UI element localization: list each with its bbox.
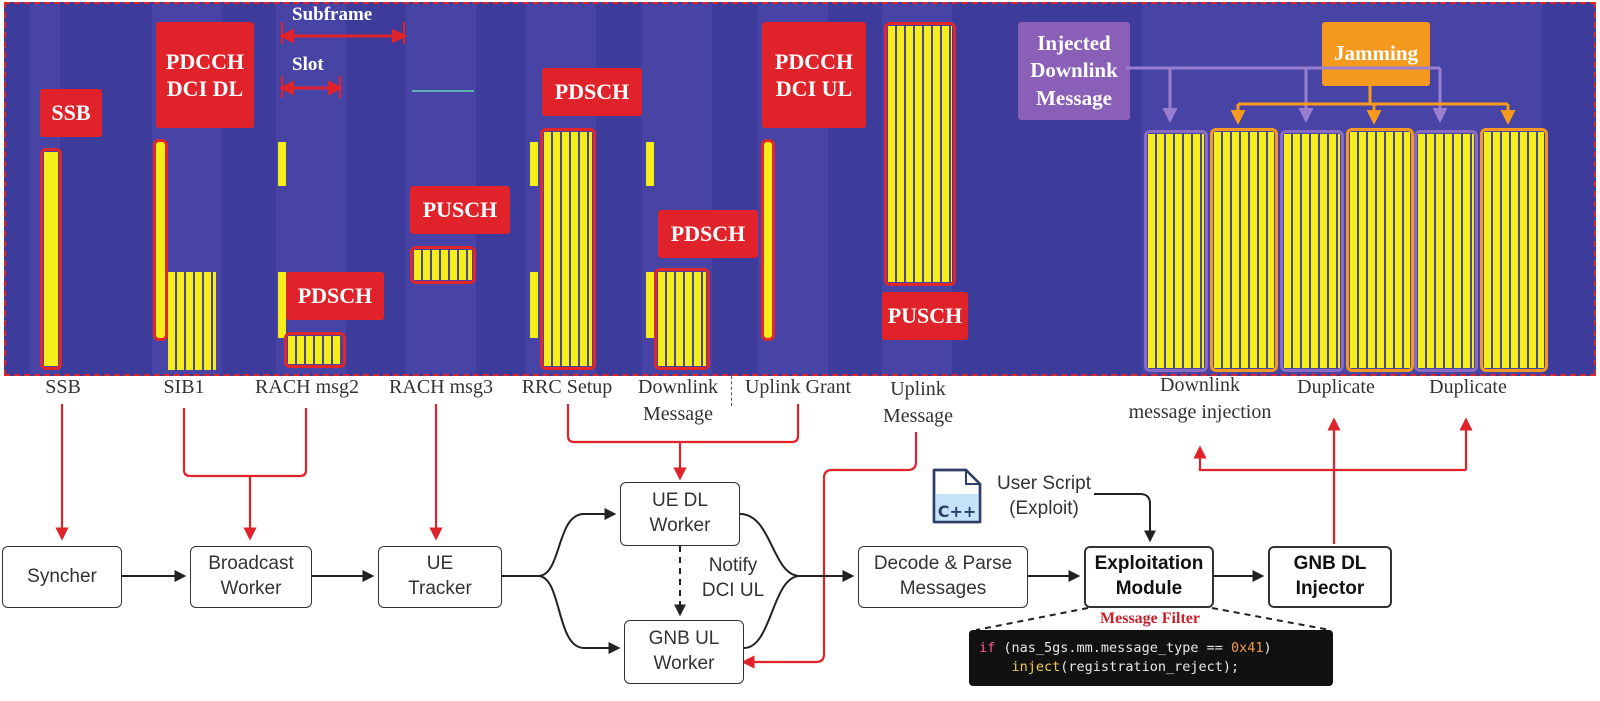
rach3-pusch-signal	[414, 250, 472, 280]
dl-pdcch-signal	[646, 272, 654, 338]
code-function-inject: inject	[1011, 659, 1061, 675]
gnb-ul-worker-node: GNB UL Worker	[624, 620, 744, 684]
duplicate-signal	[1418, 134, 1474, 368]
faint-trace	[412, 90, 474, 92]
ue-dl-worker-node: UE DL Worker	[620, 482, 740, 546]
ul-grant-pdcch-outline	[761, 139, 775, 341]
user-script-label: User Script (Exploit)	[997, 473, 1091, 519]
code-condition: (nas_5gs.mm.message_type ==	[995, 640, 1231, 656]
rrc-pdcch-signal	[530, 142, 538, 186]
rach2-pdcch-signal	[278, 272, 286, 338]
cpp-file-icon: C++	[932, 468, 982, 524]
dl-pdsch-label: PDSCH	[658, 210, 758, 258]
jamming-signal	[1484, 132, 1544, 368]
subframe-dimension-arrow	[279, 22, 407, 44]
exploitation-module-node: Exploitation Module	[1084, 546, 1214, 608]
ue-tracker-node: UE Tracker	[378, 546, 502, 608]
ssb-label: SSB	[40, 89, 102, 137]
rrc-pdcch-signal	[530, 272, 538, 338]
duplicate-signal	[1284, 134, 1340, 368]
message-filter-code: if (nas_5gs.mm.message_type == 0x41) inj…	[969, 630, 1333, 686]
caption-ssb: SSB	[45, 376, 81, 398]
ul-pusch-label: PUSCH	[882, 292, 968, 340]
jamming-signal	[1350, 132, 1410, 368]
ssb-signal	[44, 152, 58, 366]
dl-pdsch-outline	[654, 268, 710, 370]
caption-sib1: SIB1	[163, 376, 205, 398]
caption-rach-msg3: RACH msg3	[389, 376, 493, 398]
code-keyword-if: if	[979, 640, 996, 656]
jamming-outline	[1346, 128, 1414, 372]
jamming-signal	[1214, 132, 1274, 368]
duplicate-outline	[1280, 130, 1344, 372]
pdcch-dci-ul-label: PDCCH DCI UL	[762, 22, 866, 128]
caption-duplicate-1: Duplicate	[1297, 376, 1375, 398]
message-filter-callout	[975, 607, 1331, 631]
caption-rrc-setup: RRC Setup	[521, 376, 613, 398]
injected-signal	[1148, 134, 1204, 368]
caption-duplicate-2: Duplicate	[1429, 376, 1507, 398]
rrc-pdsch-label: PDSCH	[542, 68, 642, 116]
dl-pdcch-signal	[646, 142, 654, 186]
code-indent	[979, 659, 1012, 675]
caption-downlink-injection: Downlink message injection	[1128, 374, 1272, 423]
injected-message-label: Injected Downlink Message	[1018, 22, 1130, 120]
pdcch-dl-outline	[153, 139, 168, 341]
ul-pusch-signal	[888, 26, 952, 282]
caption-uplink-grant: Uplink Grant	[744, 376, 852, 398]
ul-grant-pdcch-signal	[764, 142, 772, 338]
rach2-pdcch-signal	[278, 142, 286, 186]
flow-arrows	[122, 493, 1265, 654]
duplicate-outline	[1414, 130, 1478, 372]
decode-parse-node: Decode & Parse Messages	[858, 546, 1028, 608]
pdcch-dl-signal	[156, 142, 165, 338]
caption-rach-msg2: RACH msg2	[255, 376, 359, 398]
slot-label: Slot	[292, 54, 324, 75]
cpp-icon-text: C++	[938, 502, 977, 521]
jamming-arrows	[1230, 86, 1516, 125]
sib1-signal	[168, 272, 216, 370]
rrc-pdsch-signal	[544, 132, 592, 366]
syncher-node: Syncher	[2, 546, 122, 608]
caption-uplink-message: Uplink Message	[883, 378, 953, 427]
ssb-outline	[40, 148, 62, 370]
broadcast-worker-node: Broadcast Worker	[190, 546, 312, 608]
jamming-label: Jamming	[1322, 22, 1430, 86]
gnb-dl-injector-node: GNB DL Injector	[1268, 546, 1392, 608]
caption-divider	[731, 376, 732, 406]
rach2-pdsch-label: PDSCH	[286, 272, 384, 320]
injection-arrows	[1126, 66, 1448, 123]
rach2-pdsch-signal	[288, 336, 342, 364]
jamming-outline	[1210, 128, 1278, 372]
spectrogram-panel: SSB PDCCH DCI DL Subframe Slot PDSCH PUS…	[4, 2, 1596, 376]
code-hex-value: 0x41	[1230, 640, 1264, 656]
rach2-pdsch-outline	[284, 332, 346, 368]
slot-dimension-arrow	[279, 76, 343, 98]
caption-downlink-message: Downlink Message	[638, 376, 718, 425]
rrc-pdsch-outline	[540, 128, 596, 370]
code-condition-end: )	[1263, 640, 1272, 656]
subframe-label: Subframe	[292, 4, 373, 25]
dl-pdsch-signal	[658, 272, 706, 366]
injected-outline	[1144, 130, 1208, 372]
pdcch-dci-dl-label: PDCCH DCI DL	[156, 22, 254, 128]
rach3-pusch-outline	[410, 246, 476, 284]
rach3-pusch-label: PUSCH	[410, 186, 510, 234]
message-filter-title: Message Filter	[1100, 610, 1200, 627]
jamming-outline	[1480, 128, 1548, 372]
notify-dci-ul-label: Notify DCI UL	[701, 555, 765, 601]
code-argument: (registration_reject);	[1060, 659, 1240, 675]
red-arrows	[55, 404, 1473, 669]
ul-pusch-outline	[884, 22, 956, 286]
